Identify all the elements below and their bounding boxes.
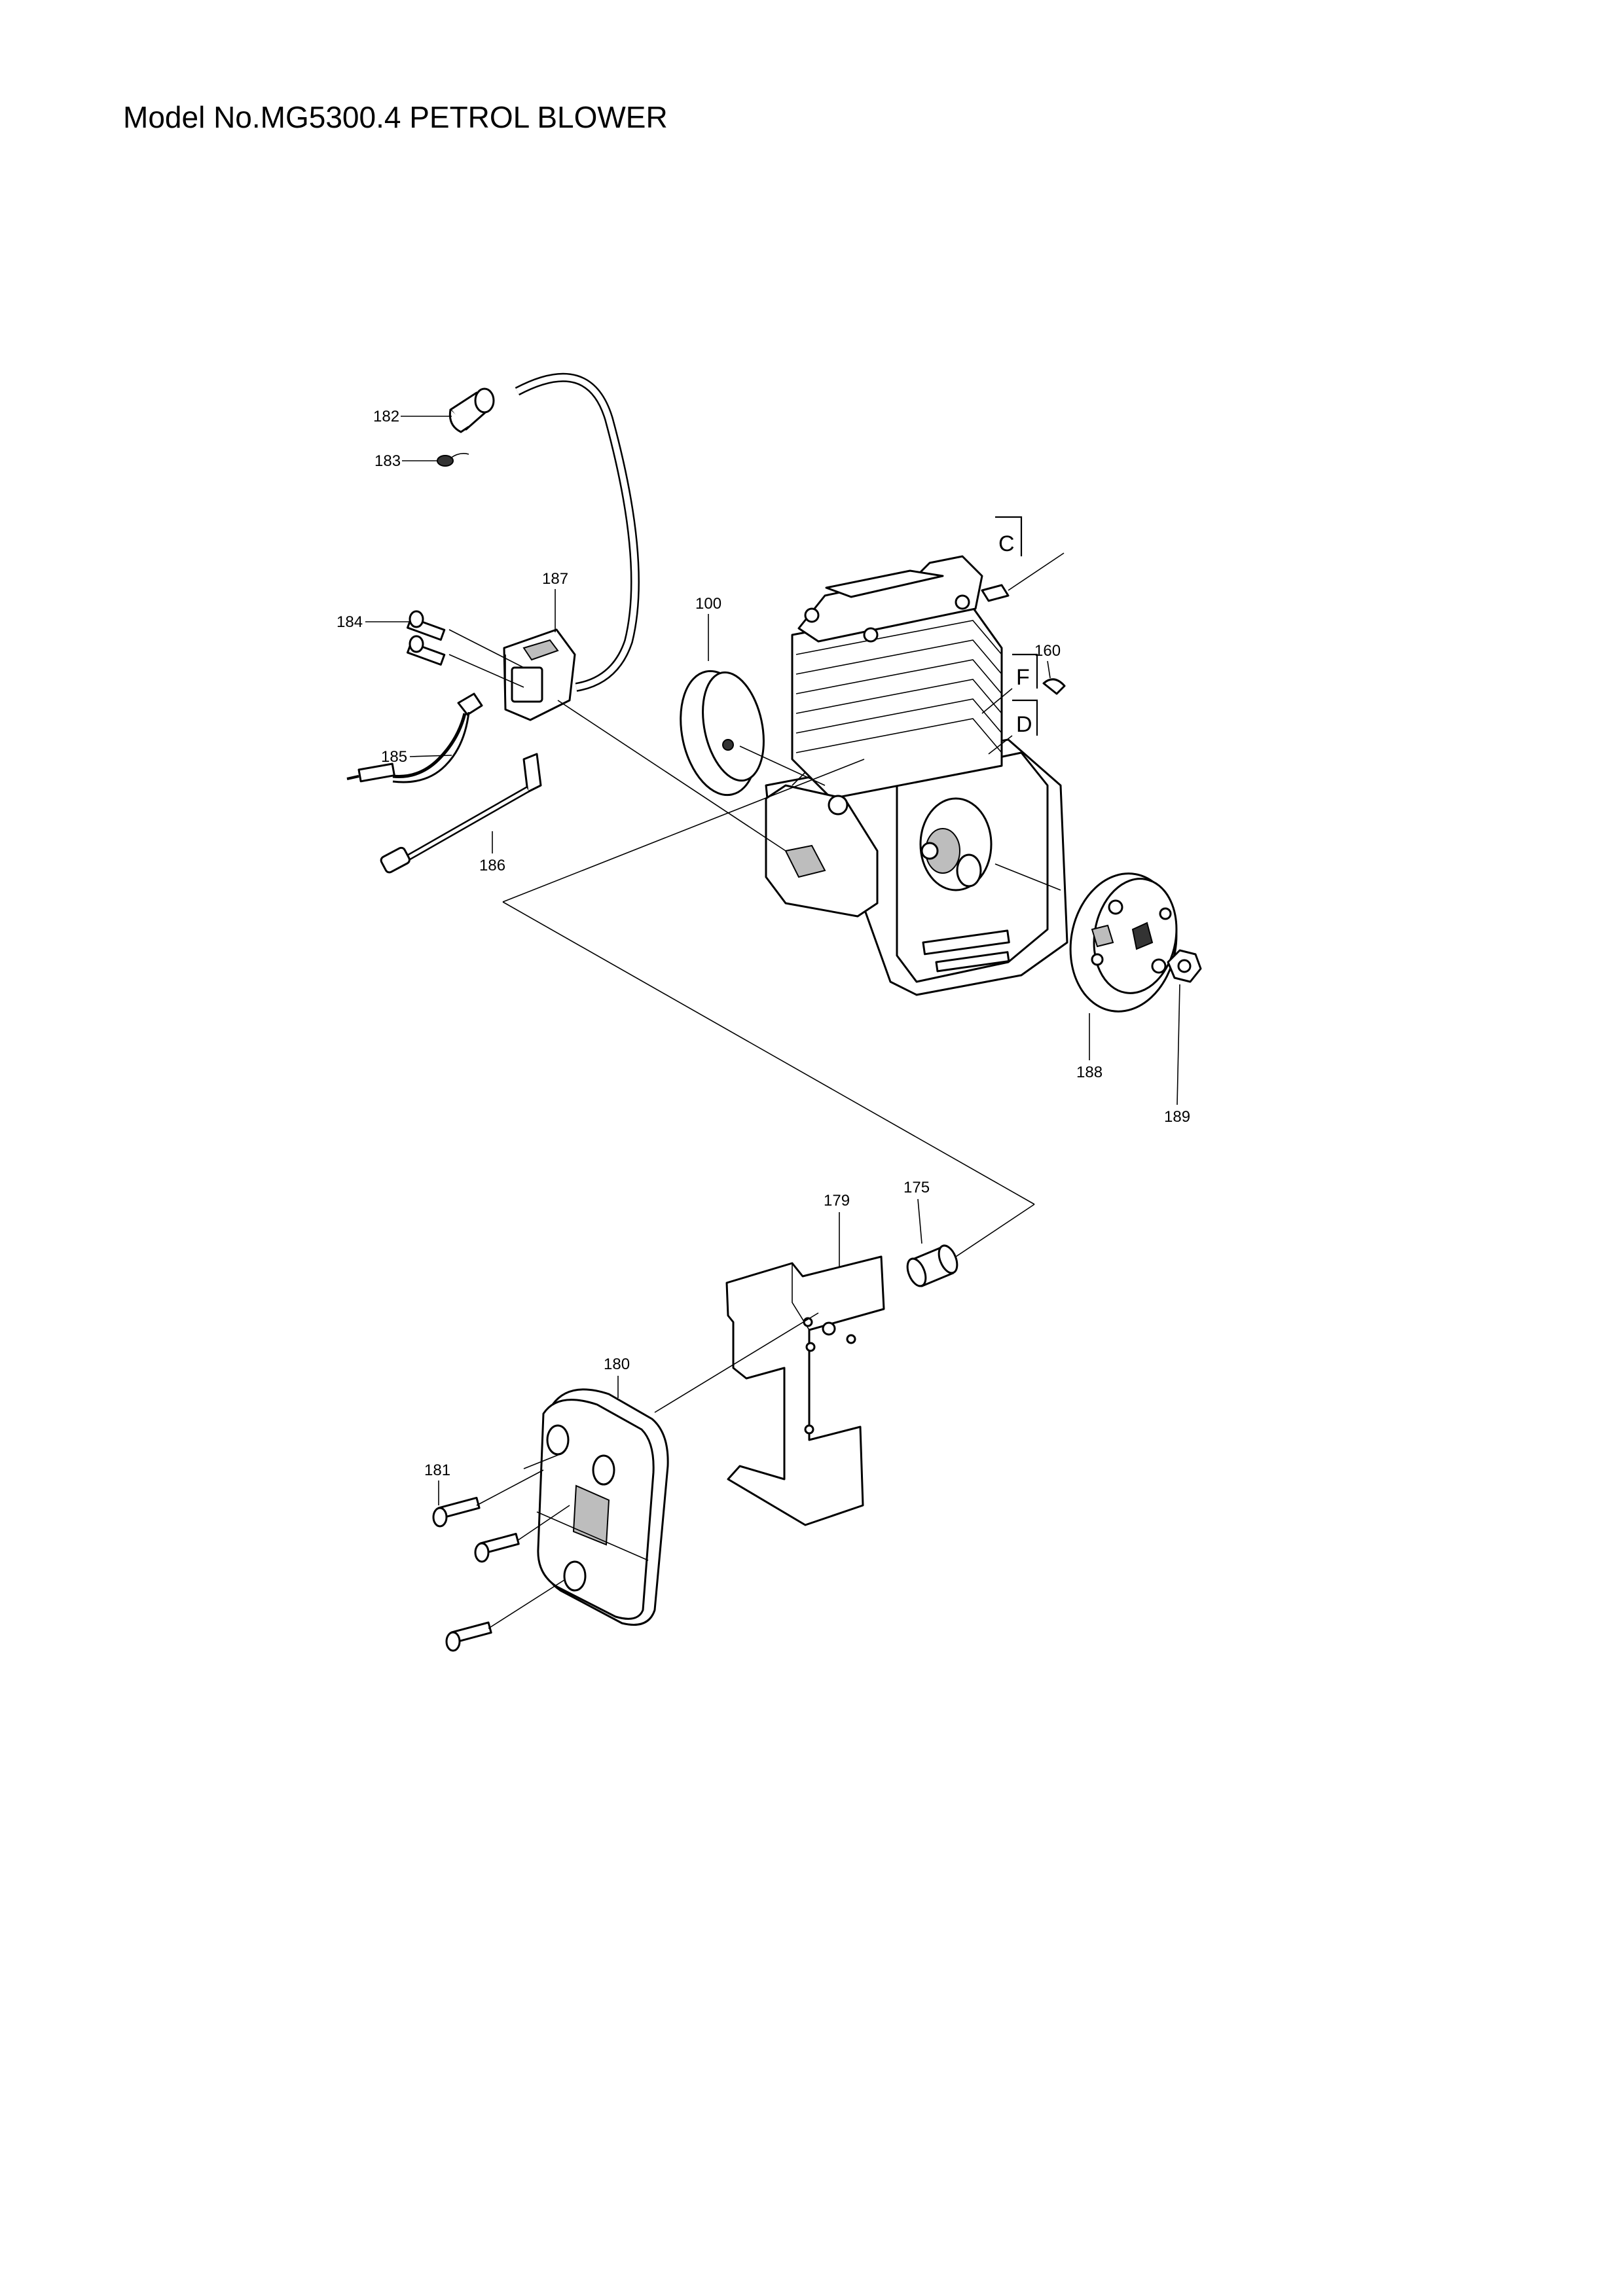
cylinder-fins [795, 620, 1002, 753]
label-179: 179 [824, 1192, 850, 1267]
ref-box-f: F [1012, 653, 1038, 690]
svg-text:160: 160 [1034, 642, 1061, 660]
stop-wire [346, 692, 483, 783]
heat-shield [725, 1255, 885, 1526]
coil-screw [407, 610, 446, 666]
label-180: 180 [604, 1355, 630, 1398]
ref-d-label: D [1016, 712, 1032, 737]
ground-wire [380, 753, 542, 874]
ref-box-d: D [1012, 699, 1038, 737]
svg-text:188: 188 [1076, 1064, 1103, 1081]
label-189: 189 [1164, 984, 1190, 1126]
woodruff-key [1042, 678, 1066, 695]
flywheel [680, 670, 765, 797]
svg-text:182: 182 [373, 408, 399, 425]
label-100: 100 [695, 595, 721, 661]
svg-text:180: 180 [604, 1355, 630, 1373]
spark-plug-cap [448, 387, 495, 433]
exhaust-bushing [906, 1244, 958, 1287]
svg-text:179: 179 [824, 1192, 850, 1210]
svg-text:100: 100 [695, 595, 721, 613]
label-160: 160 [1034, 642, 1061, 679]
label-181: 181 [424, 1462, 450, 1505]
muffler-screw [432, 1496, 520, 1652]
svg-text:181: 181 [424, 1462, 450, 1479]
svg-text:185: 185 [381, 748, 407, 766]
svg-text:187: 187 [542, 570, 568, 588]
engine-block [765, 555, 1068, 996]
clutch-nut [1167, 949, 1202, 983]
muffler [536, 1388, 669, 1626]
label-188: 188 [1076, 1013, 1103, 1081]
ref-f-label: F [1016, 665, 1030, 690]
page-title: Model No.MG5300.4 PETROL BLOWER [123, 100, 668, 134]
ref-c-label: C [998, 531, 1015, 556]
label-187: 187 [542, 570, 568, 632]
svg-text:186: 186 [479, 857, 505, 874]
svg-text:183: 183 [374, 452, 401, 470]
label-185: 185 [381, 748, 452, 766]
svg-text:175: 175 [903, 1179, 930, 1196]
label-186: 186 [479, 831, 505, 874]
ref-box-c: C [995, 516, 1023, 556]
clutch-assembly [1069, 872, 1178, 1013]
label-184: 184 [337, 613, 410, 631]
label-175: 175 [903, 1179, 930, 1244]
spark-spring [437, 453, 469, 467]
svg-text:184: 184 [337, 613, 363, 631]
ignition-coil [503, 628, 576, 721]
label-183: 183 [374, 452, 437, 470]
svg-text:189: 189 [1164, 1108, 1190, 1126]
label-182: 182 [373, 408, 452, 425]
